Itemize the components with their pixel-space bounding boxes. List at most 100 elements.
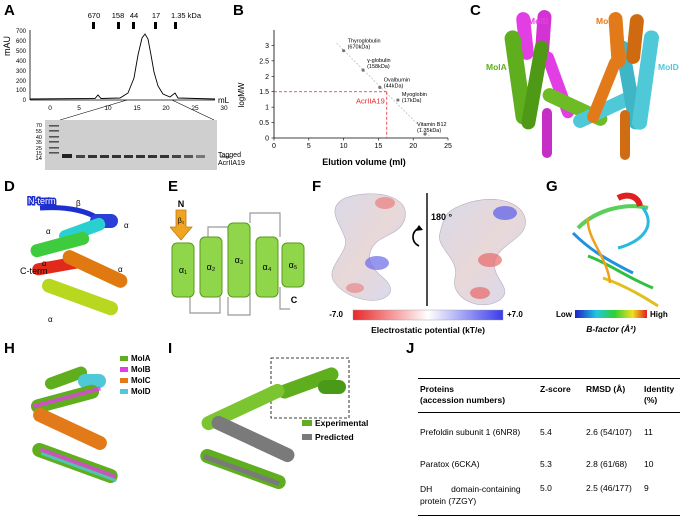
x-tick-label: 10 xyxy=(340,143,348,150)
label-alpha4: α xyxy=(118,265,123,274)
bfactor-label: B-factor (Å²) xyxy=(586,324,636,334)
colorbar-min: -7.0 xyxy=(329,310,343,319)
table-bottom-rule xyxy=(418,515,680,516)
label-molc: MolC xyxy=(596,16,617,26)
marker-670-tick xyxy=(92,22,95,29)
xtick-0: 0 xyxy=(48,105,52,112)
marker-44: 44 xyxy=(130,11,138,20)
point-label: Myoglobin xyxy=(402,92,427,98)
svg-text:15: 15 xyxy=(36,151,42,157)
label-mola: MolA xyxy=(486,62,507,72)
table-row-1-protein: Prefoldin subunit 1 (6NR8) xyxy=(420,427,521,437)
label-alpha2: α xyxy=(46,227,51,236)
panel-letter-i: I xyxy=(168,340,173,357)
x-tick-label: 5 xyxy=(307,143,311,150)
panel-a-xticks: 0 5 10 15 20 25 30 xyxy=(48,105,228,112)
y-tick-label: 0.5 xyxy=(259,120,269,127)
helix-a3 xyxy=(227,222,251,298)
chromatogram-trace xyxy=(29,33,216,100)
label-beta1: β xyxy=(76,199,81,208)
ytick-100: 100 xyxy=(16,88,27,94)
xtick-30: 30 xyxy=(220,105,228,112)
label-nterm: N-term xyxy=(28,196,56,206)
zoom-line-left xyxy=(59,99,128,121)
y-tick-label: 1 xyxy=(265,105,269,112)
svg-text:Experimental: Experimental xyxy=(315,418,368,428)
panel-b-ylabel: logMW xyxy=(237,82,246,107)
panel-b-xlabel: Elution volume (ml) xyxy=(322,157,406,167)
ytick-400: 400 xyxy=(16,59,27,65)
xtick-5: 5 xyxy=(77,105,81,112)
table-header-rule xyxy=(418,412,680,413)
ytick-200: 200 xyxy=(16,79,27,85)
highlight-label: AcrIIA19 xyxy=(356,97,385,106)
x-tick-label: 0 xyxy=(272,143,276,150)
point-sublabel: (158kDa) xyxy=(367,64,390,70)
panel-f-electrostatic: 180 ° -7.0 +7.0 Electrostatic potential … xyxy=(329,193,526,335)
label-alpha1: α xyxy=(124,221,129,230)
panel-letter-f: F xyxy=(312,178,322,195)
panel-letter-d: D xyxy=(4,178,15,195)
gel-background xyxy=(45,120,217,170)
marker-158: 158 xyxy=(112,11,125,20)
table-row-1-z: 5.4 xyxy=(540,427,552,437)
svg-text:14: 14 xyxy=(35,156,42,162)
table-row-1-identity: 11 xyxy=(644,427,653,437)
ytick-500: 500 xyxy=(16,49,27,55)
panel-letter-b: B xyxy=(233,2,244,19)
table-row-3-rmsd: 2.5 (46/177) xyxy=(586,483,632,493)
xtick-25: 25 xyxy=(191,105,199,112)
panel-i-comparison: Experimental Predicted xyxy=(200,357,368,489)
table-row-1-rmsd: 2.6 (54/107) xyxy=(586,427,632,437)
marker-17: 17 xyxy=(152,11,160,20)
panel-g-bfactor: Low High B-factor (Å²) xyxy=(556,192,668,334)
comparison-helices xyxy=(200,367,346,489)
label-n: N xyxy=(178,199,185,209)
rotation-label: 180 ° xyxy=(431,212,453,222)
table-header-rmsd: RMSD (Å) xyxy=(586,384,626,394)
y-tick-label: 0 xyxy=(265,136,269,143)
ytick-600: 600 xyxy=(16,39,27,45)
data-point xyxy=(378,85,382,89)
table-header-zscore: Z-score xyxy=(540,384,571,394)
table-row-3-z: 5.0 xyxy=(540,483,552,493)
data-point xyxy=(361,68,365,72)
marker-670: 670 xyxy=(88,11,101,20)
panel-h-superposition: MolA MolB MolC MolD xyxy=(30,354,151,483)
table-row-2-identity: 10 xyxy=(644,459,654,469)
svg-text:α₄: α₄ xyxy=(263,262,272,272)
table-top-rule xyxy=(418,378,680,379)
panel-e-topology: N β₁ α₁ α₂ α₃ α₄ α₅ C xyxy=(170,199,305,316)
panel-h-legend: MolA MolB MolC MolD xyxy=(120,354,151,396)
svg-text:α₁: α₁ xyxy=(179,265,187,275)
surface-left xyxy=(331,193,406,301)
colorbar-max: +7.0 xyxy=(507,310,523,319)
table-row-2-z: 5.3 xyxy=(540,459,552,469)
electrostatic-colorbar xyxy=(352,309,504,321)
panel-a-chromatogram: mAU 700 600 500 400 300 200 100 0 0 5 10… xyxy=(2,11,230,170)
table-header-proteins: Proteins (accession numbers) xyxy=(420,384,506,405)
panel-b-marks: AcrIIA19Thyroglobulin(670kDa)γ-globulin(… xyxy=(274,39,447,138)
panel-a-ylabel: mAU xyxy=(2,36,12,56)
table-header-identity: Identity (%) xyxy=(644,384,675,405)
y-tick-label: 1.5 xyxy=(259,89,269,96)
panel-a-yticks: 700 600 500 400 300 200 100 0 xyxy=(16,29,27,104)
label-alpha3: α xyxy=(42,259,47,268)
svg-text:55: 55 xyxy=(36,129,42,135)
marker-135: 1.35 kDa xyxy=(171,11,202,20)
y-tick-label: 2.5 xyxy=(259,58,269,65)
superposed-helices xyxy=(30,366,118,483)
marker-17-tick xyxy=(154,22,157,29)
table-row-2-rmsd: 2.8 (61/68) xyxy=(586,459,628,469)
svg-text:MolB: MolB xyxy=(131,365,151,374)
helix-a4 xyxy=(255,236,279,298)
marker-44-tick xyxy=(132,22,135,29)
y-tick-label: 2 xyxy=(265,74,269,81)
point-label: γ-globulin xyxy=(367,58,391,64)
svg-text:MolD: MolD xyxy=(131,387,151,396)
ytick-0: 0 xyxy=(23,98,27,104)
panel-letter-e: E xyxy=(168,178,179,195)
table-row-2-protein: Paratox (6CKA) xyxy=(420,459,480,469)
